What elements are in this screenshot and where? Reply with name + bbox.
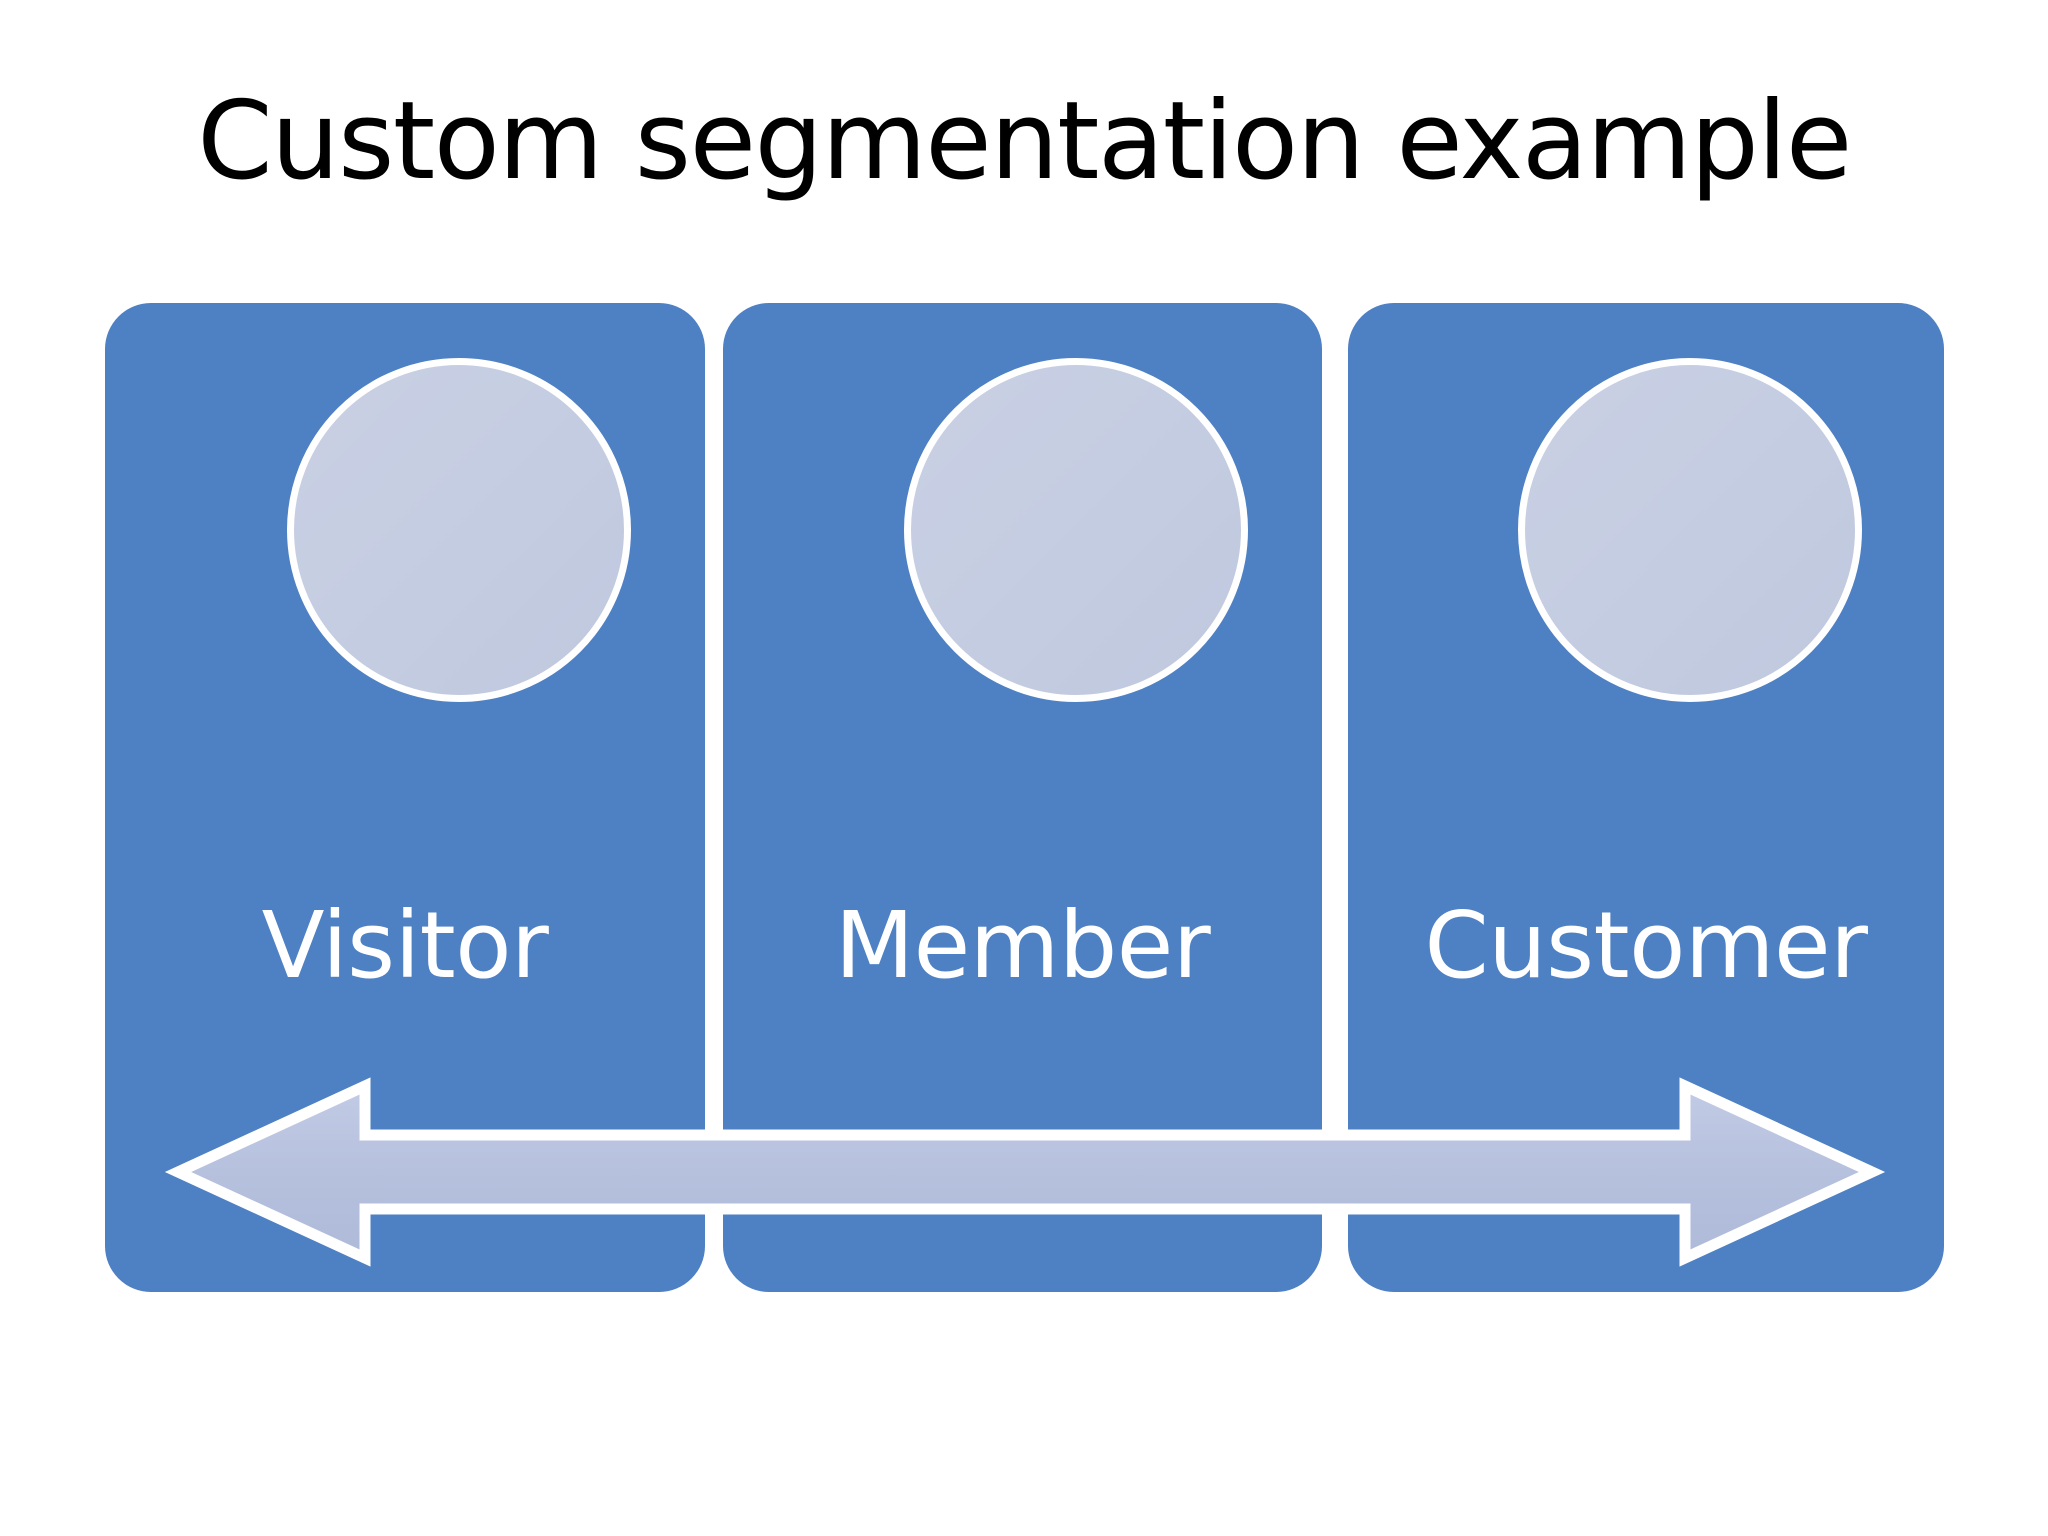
segment-panel-member[interactable]: Member [723,303,1322,1292]
person-circle-icon [287,358,631,702]
segment-label-member: Member [834,892,1211,999]
segment-panel-group: Visitor Member Customer [105,303,1944,1292]
person-circle-icon [904,358,1248,702]
page-title: Custom segmentation example [197,79,1852,204]
person-circle-icon [1518,358,1862,702]
segment-label-customer: Customer [1424,892,1868,999]
segment-panel-customer[interactable]: Customer [1348,303,1944,1292]
segment-label-visitor: Visitor [261,892,549,999]
segment-panel-visitor[interactable]: Visitor [105,303,705,1292]
